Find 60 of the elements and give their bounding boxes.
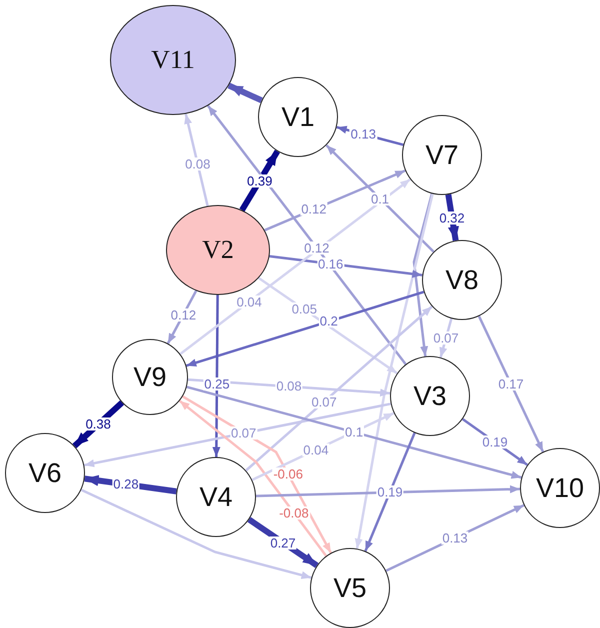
- edge-label: 0.2: [318, 314, 339, 328]
- arrow: [256, 485, 520, 498]
- arrow: [80, 488, 312, 579]
- arrow: [412, 193, 434, 356]
- edge-label: 0.12: [303, 241, 330, 254]
- arrow: [326, 144, 434, 253]
- edge-label: 0.13: [350, 128, 377, 141]
- edge-label: 0.04: [236, 295, 263, 308]
- arrow: [212, 294, 220, 458]
- arrow: [186, 386, 522, 479]
- node-label: V11: [151, 47, 195, 73]
- arrow: [207, 104, 407, 365]
- variable-node: [112, 339, 188, 415]
- edge-label: 0.32: [438, 211, 466, 224]
- edge-label: -0.06: [272, 468, 304, 481]
- node-label: V3: [413, 382, 447, 410]
- edge-label: 0.07: [432, 332, 460, 344]
- arrow: [184, 114, 209, 206]
- node-label: V1: [281, 104, 315, 130]
- arrow: [228, 82, 263, 104]
- edge-label: -0.08: [278, 506, 310, 520]
- edge-label: 0.17: [497, 378, 525, 390]
- variable-node: [390, 356, 470, 436]
- edge-label: 0.16: [316, 257, 344, 270]
- node-label: V6: [28, 460, 62, 486]
- node-label: V4: [199, 484, 233, 510]
- arrow: [84, 402, 392, 468]
- node-label: V9: [133, 364, 167, 390]
- edge-label: 0.08: [275, 380, 303, 393]
- node-label: V10: [536, 474, 584, 502]
- edge-label: 0.12: [300, 202, 328, 216]
- edge-label: 0.28: [112, 478, 140, 491]
- node-label: V2: [202, 237, 234, 263]
- edge-label: 0.12: [170, 308, 198, 322]
- edge-label: 0.27: [269, 536, 297, 549]
- edge-label: 0.19: [376, 486, 404, 498]
- variable-node: [520, 448, 600, 528]
- variable-node: [176, 457, 256, 537]
- arrow: [245, 306, 433, 472]
- arrow: [478, 316, 544, 452]
- edge-label: 0.1: [370, 192, 390, 205]
- edge-label: 0.13: [441, 532, 469, 544]
- node-label: V8: [445, 266, 479, 294]
- arrow: [364, 432, 416, 552]
- edge-label: 0.25: [203, 378, 231, 391]
- variable-node: [310, 548, 390, 628]
- arrow: [186, 290, 424, 367]
- edge-label: 0.38: [84, 418, 112, 431]
- edge-label: 0.1: [344, 426, 364, 439]
- arrow: [354, 194, 434, 549]
- edge-label: 0.39: [246, 174, 274, 188]
- edge-label: 0.04: [302, 443, 330, 456]
- edge-label: 0.19: [481, 436, 509, 448]
- node-label: V5: [333, 574, 367, 602]
- node-label: V7: [425, 142, 459, 168]
- edge-label: 0.05: [290, 302, 318, 316]
- edge-label: 0.07: [310, 395, 338, 408]
- edge-label: 0.07: [230, 426, 258, 440]
- edge-label: 0.08: [184, 158, 212, 171]
- arrow: [239, 150, 280, 212]
